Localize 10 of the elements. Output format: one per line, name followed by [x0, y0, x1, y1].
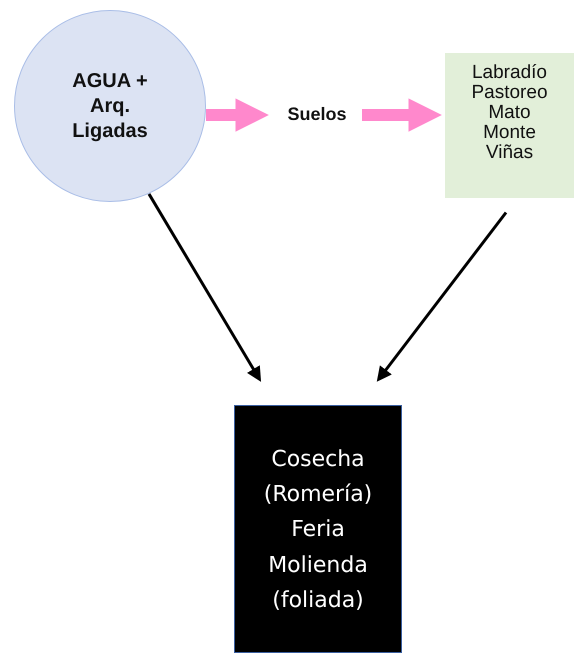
arrow [148, 193, 262, 382]
dark-box [234, 405, 402, 653]
node-label: Cosecha (Romería) Feria Molienda (foliada) [264, 446, 372, 615]
node-label: Suelos [287, 104, 347, 126]
arrow [362, 98, 442, 132]
arrow [206, 98, 269, 132]
list-box [445, 53, 574, 198]
arrow [376, 212, 508, 382]
node-label: Labradío Pastoreo Mato Monte Viñas [471, 63, 548, 163]
node-label: AGUA + Arq. Ligadas [71, 68, 149, 144]
